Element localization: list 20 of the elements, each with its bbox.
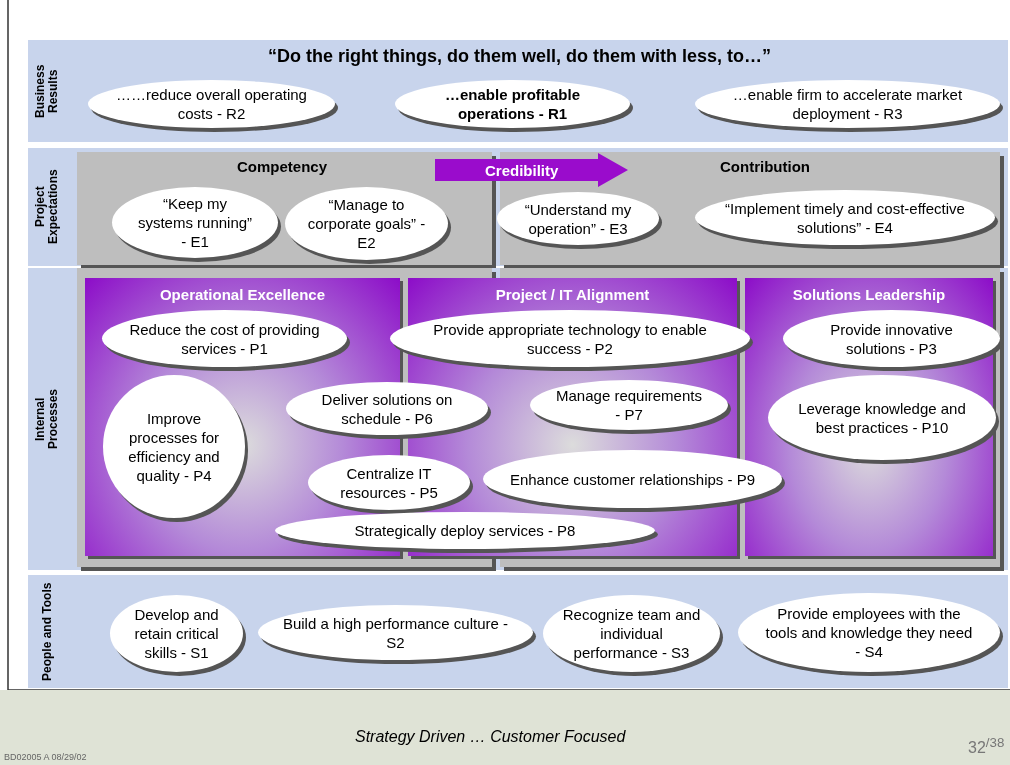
band-panel [28,40,1008,142]
band-panel [28,148,1008,266]
objective-ellipse: “Keep my systems running” - E1 [112,187,278,258]
panel-heading: Competency [236,158,328,175]
band-label: Internal Processes [32,388,61,452]
panel-heading: Solutions Leadership [791,286,947,303]
band-panel [28,268,1008,570]
caption-text: Strategy Driven … Customer Focused [355,728,626,746]
band-label: Project Expectations [32,168,61,247]
heading-text: “Do the right things, do them well, do them with less, to…” [268,46,771,67]
band-panel [28,575,1008,688]
objective-ellipse: “Manage to corporate goals” - E2 [285,187,448,260]
panel-heading: Operational Excellence [158,286,327,303]
page-number: 32$^{/38}$ [968,735,1005,758]
objective-ellipse: Develop and retain critical skills - S1 [110,595,243,672]
footer-code: BD02005 A 08/29/02 [4,752,87,762]
band-label: Business Results [32,63,61,120]
panel-heading: Project / IT Alignment [494,286,651,303]
panel-heading: Contribution [719,158,811,175]
band-label: People and Tools [38,581,55,682]
